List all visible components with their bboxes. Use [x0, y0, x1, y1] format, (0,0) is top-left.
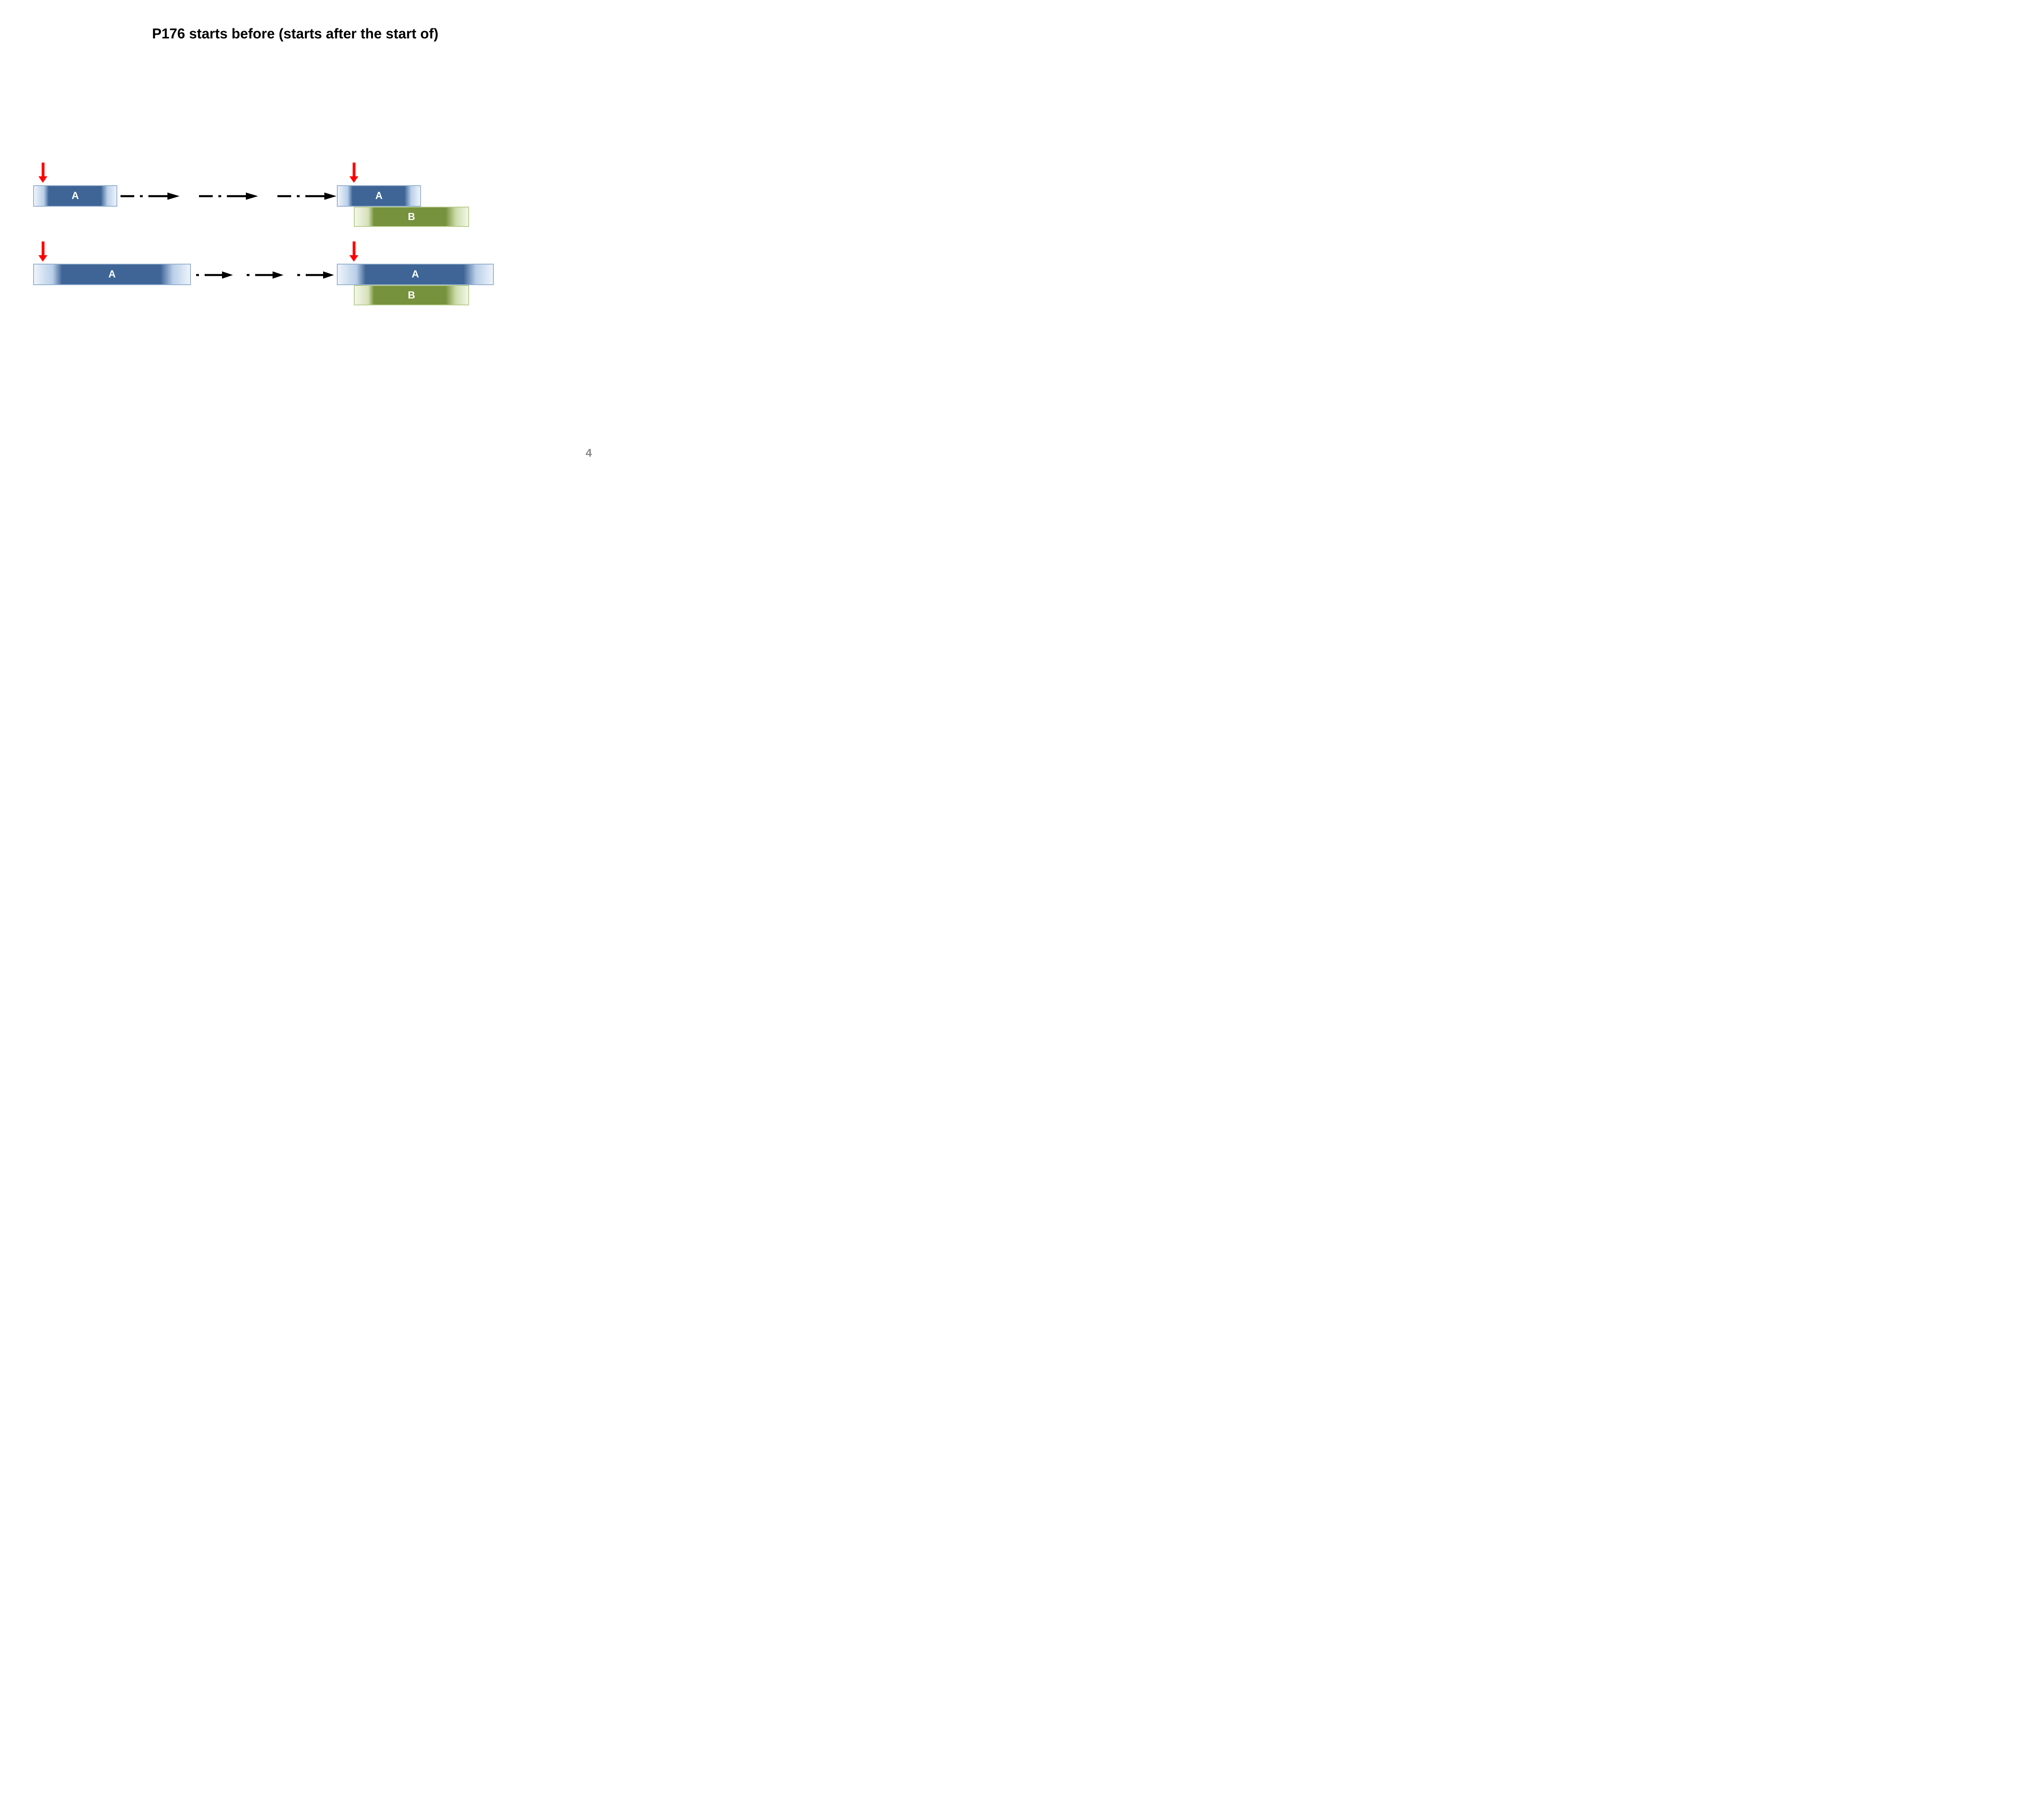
activity-bar-label: A — [375, 190, 383, 201]
activity-bar-a-row2-right: A — [337, 264, 494, 285]
start-marker-arrow-icon — [38, 241, 47, 262]
start-marker-arrow-shaft — [41, 163, 44, 176]
dashed-right-arrow-icon — [247, 271, 283, 279]
dashed-right-arrow-icon — [277, 193, 336, 200]
slide-title: P176 starts before (starts after the sta… — [152, 26, 438, 42]
start-marker-arrow-head — [349, 255, 358, 262]
page-number: 4 — [586, 447, 592, 459]
dashed-right-arrow-icon — [196, 271, 233, 279]
activity-bar-b-row1: B — [354, 207, 469, 227]
start-marker-arrow-shaft — [352, 241, 355, 255]
start-marker-arrow-icon — [38, 163, 47, 184]
start-marker-arrow-head — [349, 176, 358, 183]
activity-bar-a-row2-left: A — [33, 264, 191, 285]
activity-bar-label: A — [108, 269, 116, 280]
activity-bar-label: A — [411, 269, 419, 280]
dashed-right-arrow-icon — [121, 193, 180, 200]
start-marker-arrow-shaft — [352, 163, 355, 176]
slide-canvas: P176 starts before (starts after the sta… — [0, 0, 634, 476]
start-marker-arrow-icon — [349, 163, 358, 184]
start-marker-arrow-head — [38, 255, 47, 262]
start-marker-arrow-head — [38, 176, 47, 183]
start-marker-arrow-shaft — [41, 241, 44, 255]
activity-bar-a-row1-left: A — [33, 185, 117, 207]
dashed-right-arrow-icon — [297, 271, 334, 279]
start-marker-arrow-icon — [349, 241, 358, 262]
activity-bar-a-row1-right: A — [337, 185, 421, 207]
dashed-right-arrow-icon — [199, 193, 258, 200]
activity-bar-label: A — [71, 190, 79, 201]
activity-bar-label: B — [408, 289, 415, 301]
activity-bar-b-row2: B — [354, 285, 469, 305]
activity-bar-label: B — [408, 211, 415, 222]
